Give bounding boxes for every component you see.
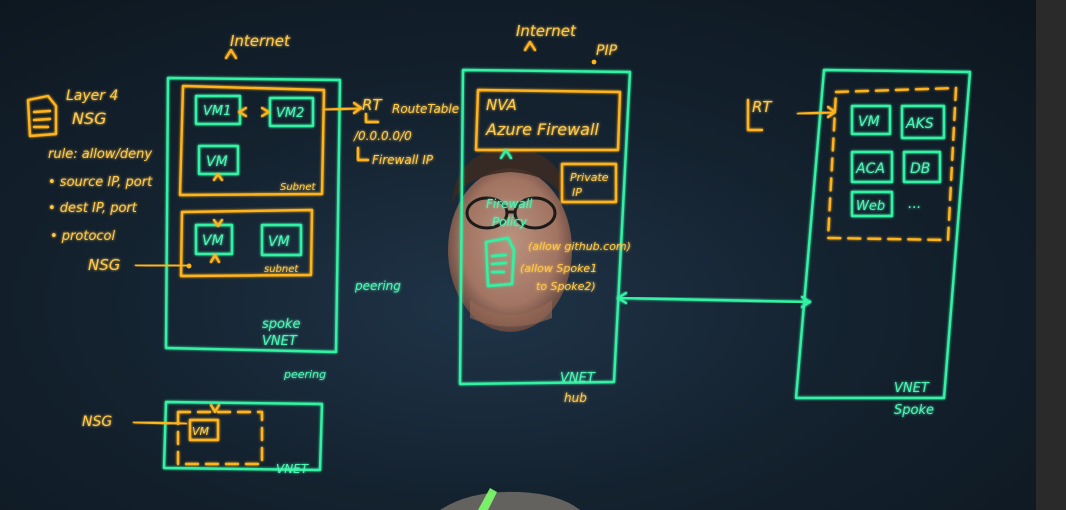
aks-box [900, 104, 946, 140]
aca-box [850, 150, 894, 184]
policy-document-icon [484, 236, 516, 288]
aks-label: AKS [905, 116, 934, 132]
peering-line-right [616, 296, 812, 304]
firewall-ip-label: Firewall IP [372, 153, 434, 167]
spoke-vnet-label-2: VNET [262, 334, 298, 349]
rt-left-label: RT [362, 96, 383, 114]
vm1-box [194, 94, 242, 126]
hub-label: hub [564, 391, 587, 405]
nsg-mid-label: NSG [88, 256, 120, 274]
internet-label-left: Internet [230, 32, 291, 50]
ellipsis-label: ... [908, 196, 921, 212]
dest-text: • dest IP, port [48, 201, 138, 216]
allow-github-label: (allow github.com) [528, 240, 631, 253]
subnet-top-label: Subnet [280, 182, 317, 193]
db-box [902, 150, 942, 184]
vm-right-label: VM [858, 114, 880, 130]
azure-firewall-label: Azure Firewall [485, 120, 599, 139]
vm-a-box [197, 144, 240, 176]
vnet-spoke-label: VNET [894, 381, 930, 396]
presenter-figure [440, 148, 580, 510]
peering-left-label: peering [354, 279, 401, 293]
vm-c-box [260, 223, 303, 257]
hub-vnet [458, 40, 632, 386]
pip-label: PIP [596, 43, 618, 59]
marker-pen [478, 488, 497, 510]
cidr-label: /0.0.0.0/0 [353, 129, 412, 143]
firewall-policy-label-2: Policy [492, 215, 528, 229]
nva-label: NVA [486, 96, 517, 114]
spoke-vnet-left [164, 48, 342, 414]
vm-b-label: VM [202, 233, 224, 249]
subnet-top-box [178, 84, 326, 197]
web-label: Web [856, 199, 885, 214]
allow-spoke-label-1: (allow Spoke1 [520, 262, 597, 275]
vm-d-label: VM [192, 425, 210, 438]
vm1-label: VM1 [203, 104, 231, 119]
private-ip-label-2: IP [572, 186, 582, 199]
vnet-bottom [162, 400, 324, 472]
vnet-hub-label: VNET [560, 371, 596, 386]
rule-text: rule: allow/deny [48, 147, 152, 162]
document-icon [26, 94, 58, 138]
source-text: • source IP, port [48, 175, 153, 190]
subnet-bottom-label: subnet [264, 264, 299, 275]
rt-right-label: RT [752, 98, 773, 116]
window-edge [1036, 0, 1066, 510]
azure-firewall-box [474, 88, 622, 152]
peering-vertical-label: peering [283, 368, 326, 381]
vm2-box [268, 96, 315, 128]
web-box [850, 190, 894, 218]
allow-spoke-label-2: to Spoke2) [536, 280, 596, 293]
nsg-bottom-label: NSG [82, 414, 112, 430]
vm-right-box [850, 104, 892, 136]
vnet-bottom-label: VNET [276, 462, 310, 476]
spoke-vnet-label-1: spoke [262, 317, 301, 332]
vm-c-label: VM [268, 234, 290, 250]
nsg-top-label: NSG [72, 109, 107, 128]
private-ip-label-1: Private [570, 171, 609, 184]
vm2-label: VM2 [276, 106, 304, 121]
aca-label: ACA [855, 161, 885, 177]
glasses-icon [465, 196, 557, 230]
protocol-text: • protocol [50, 229, 116, 244]
firewall-policy-label-1: Firewall [486, 197, 533, 211]
spoke-label: Spoke [894, 403, 934, 418]
internet-hub-label: Internet [516, 22, 577, 40]
route-table-label: RouteTable [392, 102, 459, 116]
spoke-vnet-right [746, 68, 972, 400]
vm-a-label: VM [206, 154, 228, 170]
private-ip-box [560, 162, 618, 204]
subnet-bottom-box [179, 208, 314, 278]
db-label: DB [910, 161, 930, 177]
layer4-label: Layer 4 [66, 88, 118, 104]
